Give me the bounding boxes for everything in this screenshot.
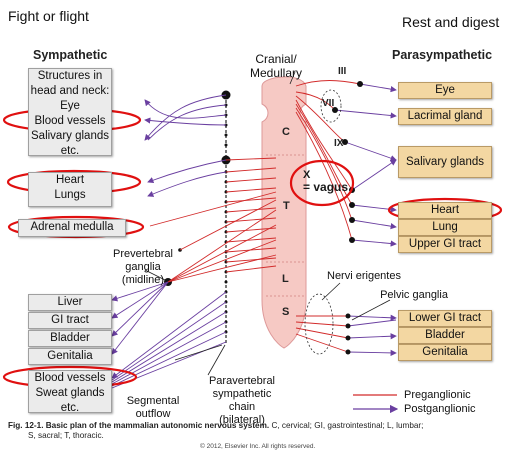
para-salivary-box: Salivary glands [398, 146, 492, 178]
skin-etc: etc. [60, 402, 80, 414]
cranial-line2: Medullary [249, 66, 303, 80]
sym-gi-tract-box: GI tract [28, 312, 112, 329]
para-upper-gi-box: Upper GI tract [398, 236, 492, 253]
segment-t: T [283, 200, 290, 212]
prevertebral-line2: ganglia [125, 261, 161, 273]
segment-s: S [282, 306, 290, 318]
sympathetic-postganglionic [111, 94, 227, 389]
paravertebral-chain-label: Paravertebral sympathetic chain (bilater… [196, 375, 288, 427]
head-neck-structures-box: Structures in head and neck: Eye Blood v… [28, 68, 112, 157]
nerve-vii: VII [322, 98, 335, 109]
chain-ganglia [164, 90, 231, 334]
head-box-etc: etc. [60, 145, 80, 157]
segment-c: C [282, 126, 290, 138]
cranial-line1: Cranial/ [255, 52, 297, 66]
adrenal-medulla-box: Adrenal medulla [18, 219, 126, 237]
legend-postganglionic: Postganglionic [404, 403, 476, 415]
vagus-text: = vagus [303, 180, 349, 194]
nervi-erigentes-oval [304, 293, 334, 355]
parasympathetic-postganglionic [334, 83, 397, 357]
skin-box: Blood vessels Sweat glands etc. [28, 370, 112, 414]
heart-lungs-box: Heart Lungs [28, 172, 112, 207]
vagus-x: X [303, 169, 311, 181]
prevertebral-ganglia-label: Prevertebral ganglia (midline) [100, 248, 186, 287]
vagus-label: X = vagus [303, 169, 348, 193]
pointer-lines [144, 71, 391, 376]
caption-rest: C, cervical; GI, gastrointestinal; L, lu… [269, 421, 424, 430]
head-box-salivary: Salivary glands [31, 130, 109, 142]
segmental-line1: Segmental [126, 395, 180, 407]
para-lacrimal-box: Lacrimal gland [398, 108, 492, 125]
para-ganglia [332, 81, 363, 355]
skin-blood-vessels: Blood vessels [34, 372, 106, 384]
pelvic-ganglia-label: Pelvic ganglia [380, 289, 448, 301]
cranial-medullary-label: Cranial/ Medullary [246, 52, 306, 80]
paravertebral-line4: (bilateral) [219, 414, 265, 426]
figure-caption: Fig. 12-1. Basic plan of the mammalian a… [8, 421, 506, 441]
nervi-erigentes-label: Nervi erigentes [327, 270, 401, 282]
prevertebral-line3: (midline) [121, 274, 165, 286]
segmental-line2: outflow [135, 408, 171, 420]
paravertebral-line2: sympathetic [212, 388, 272, 400]
parasympathetic-title: Parasympathetic [392, 48, 493, 62]
sym-liver-box: Liver [28, 294, 112, 311]
sym-lungs-label: Lungs [54, 189, 86, 201]
para-lower-gi-box: Lower GI tract [398, 310, 492, 327]
para-lung-box: Lung [398, 219, 492, 236]
sym-bladder-box: Bladder [28, 330, 112, 347]
para-genitalia-box: Genitalia [398, 344, 492, 361]
sympathetic-title: Sympathetic [33, 48, 108, 62]
head-box-line2: head and neck: [30, 85, 110, 97]
nerve-iii: III [338, 66, 347, 77]
vii-oval [320, 89, 342, 123]
nerve-ix: IX [334, 138, 344, 149]
copyright: © 2012, Elsevier Inc. All rights reserve… [200, 443, 316, 450]
fight-or-flight-label: Fight or flight [8, 8, 89, 24]
spinal-cord [261, 76, 307, 349]
caption-line2: S, sacral; T, thoracic. [28, 431, 104, 440]
segment-l: L [282, 273, 289, 285]
sym-genitalia-box: Genitalia [28, 348, 112, 365]
caption-bold: Fig. 12-1. Basic plan of the mammalian a… [8, 421, 270, 430]
para-bladder-box: Bladder [398, 327, 492, 344]
para-eye-box: Eye [398, 82, 492, 99]
segmental-outflow-label: Segmental outflow [122, 395, 184, 421]
head-box-eye: Eye [60, 100, 80, 112]
prevertebral-line1: Prevertebral [113, 248, 173, 260]
legend-preganglionic: Preganglionic [404, 389, 471, 401]
para-heart-box: Heart [398, 202, 492, 219]
paravertebral-line3: chain [228, 401, 256, 413]
rest-and-digest-label: Rest and digest [402, 14, 500, 30]
paravertebral-line1: Paravertebral [208, 375, 276, 387]
sym-heart-label: Heart [55, 174, 85, 186]
head-box-line1: Structures in [37, 70, 103, 82]
skin-sweat-glands: Sweat glands [35, 387, 105, 399]
sympathetic-preganglionic [149, 157, 277, 283]
head-box-blood-vessels: Blood vessels [34, 115, 106, 127]
